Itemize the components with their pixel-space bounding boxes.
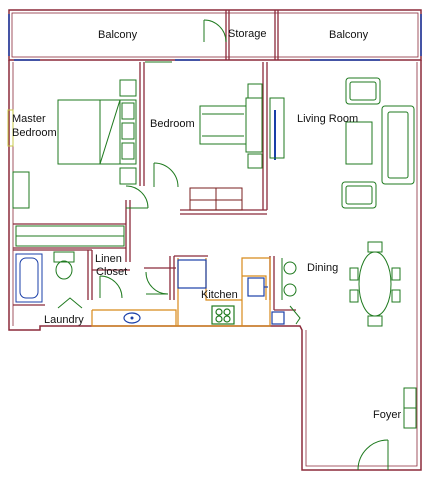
label-master-bedroom-line1: Master (12, 113, 46, 125)
label-laundry: Laundry (44, 314, 84, 326)
foyer-fixtures (403, 387, 417, 429)
master-bed-headboard (119, 99, 137, 165)
label-balcony-left: Balcony (98, 29, 138, 41)
sofa (381, 105, 415, 185)
outer-walls (8, 9, 422, 471)
kitchen-fixtures (91, 257, 285, 327)
label-kitchen: Kitchen (201, 289, 238, 301)
stool (283, 283, 297, 297)
nightstand (119, 167, 137, 185)
nightstand (119, 79, 137, 97)
dining-table (358, 251, 392, 317)
label-dining: Dining (307, 262, 338, 274)
label-foyer: Foyer (373, 409, 401, 421)
bedroom-headboard (245, 97, 263, 153)
dining-chair (349, 289, 359, 303)
tv-stand (269, 97, 285, 159)
armchair (345, 77, 381, 105)
label-linen-line2: Closet (96, 266, 127, 278)
island-sink (247, 277, 265, 297)
dresser (12, 171, 30, 209)
label-master-bedroom-line2: Bedroom (12, 127, 57, 139)
label-storage: Storage (228, 28, 267, 40)
toilet-bowl (55, 260, 73, 280)
bathtub (15, 253, 43, 303)
nightstand (247, 83, 263, 99)
bedroom-furniture (189, 83, 263, 211)
room-labels: Balcony Storage Balcony Master Bedroom B… (12, 28, 401, 421)
stool (283, 261, 297, 275)
toilet-tank (53, 251, 75, 263)
bathroom-fixtures (15, 251, 75, 303)
interior-walls (13, 10, 296, 311)
living-room-furniture (269, 77, 415, 209)
dining-furniture (281, 241, 401, 327)
unit-outline (8, 60, 422, 471)
dining-chair (367, 315, 383, 327)
doors (57, 19, 389, 471)
dining-chair (391, 289, 401, 303)
stove (211, 305, 235, 325)
armchair (341, 181, 377, 209)
label-living-room: Living Room (297, 113, 358, 125)
windows (8, 14, 422, 160)
kitchen-sink (123, 312, 141, 324)
label-linen-line1: Linen (95, 253, 122, 265)
coffee-table (345, 121, 373, 165)
nightstand (247, 153, 263, 169)
dining-chair (391, 267, 401, 281)
master-bedroom-furniture (7, 79, 137, 247)
label-balcony-right: Balcony (329, 29, 369, 41)
bedroom-bed (199, 105, 247, 145)
refrigerator (177, 259, 207, 289)
dining-chair (349, 267, 359, 281)
dining-chair (367, 241, 383, 253)
master-bed (57, 99, 121, 165)
dishwasher (271, 311, 285, 325)
label-bedroom: Bedroom (150, 118, 195, 130)
